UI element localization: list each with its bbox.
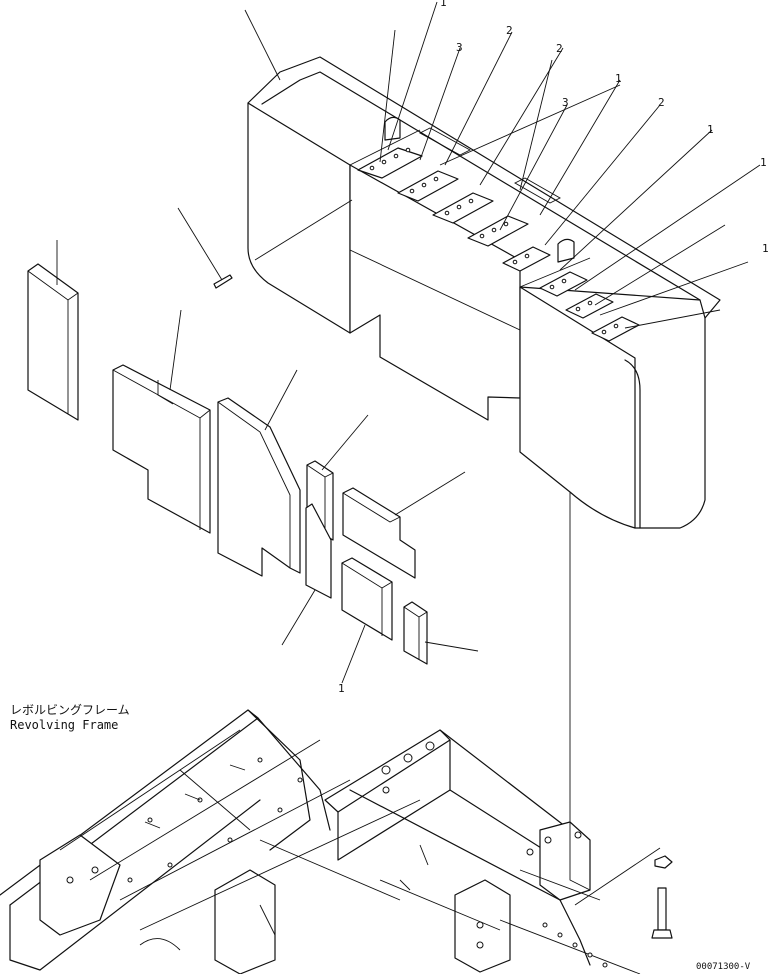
callout-7: 3: [562, 96, 569, 109]
revolving-frame: [0, 709, 641, 975]
callout-2: 2: [506, 24, 513, 37]
callout-1: 1: [440, 0, 447, 9]
callout-5: 1: [615, 72, 622, 85]
bolt: [213, 274, 233, 289]
callout-11: 1: [338, 682, 345, 695]
callout-4: 2: [556, 42, 563, 55]
drawing-code: 00071300-V: [696, 962, 751, 972]
leader-lines: [56, 1, 761, 684]
frame-label-jp: レボルビングフレーム: [10, 703, 130, 717]
callout-3: 3: [456, 41, 463, 54]
callout-10: 1: [762, 242, 769, 255]
callout-8: 1: [707, 123, 714, 136]
weight-plates: [27, 263, 428, 665]
frame-label-en: Revolving Frame: [10, 718, 118, 732]
counterweight: [247, 56, 721, 529]
callout-9: 1: [760, 156, 767, 169]
mounting-bolt: [574, 847, 673, 939]
callout-6: 2: [658, 96, 665, 109]
callout-numbers: 1 2 3 2 1 2 3 1 1 1 1 1: [338, 0, 769, 695]
